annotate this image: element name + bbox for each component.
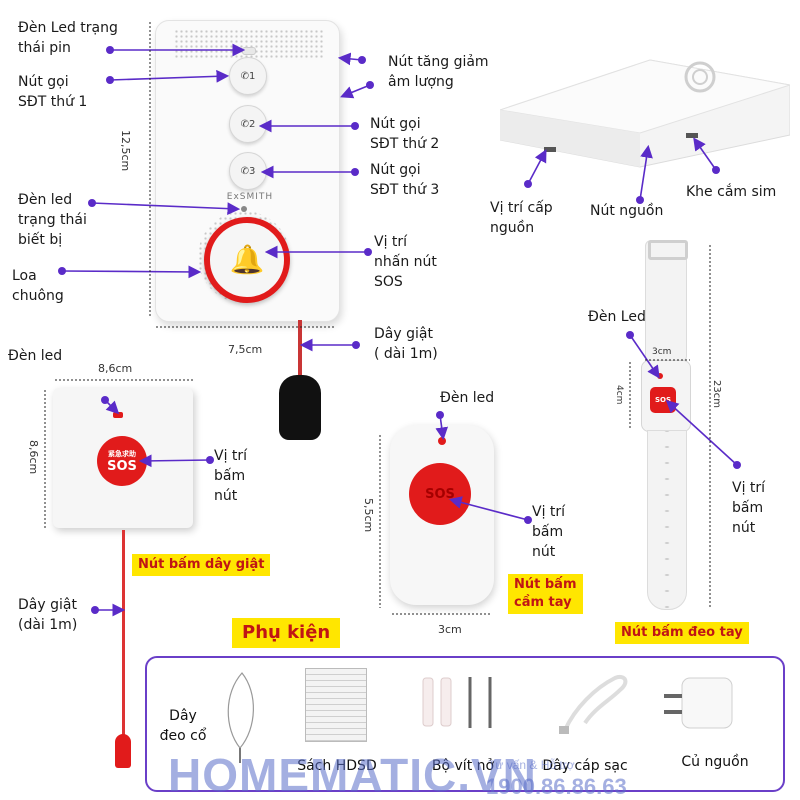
accessories-box bbox=[145, 656, 785, 792]
pull-height-dim: 8,6cm bbox=[27, 440, 40, 475]
accessory-charger: Củ nguồn bbox=[681, 754, 749, 770]
call1-label: Nút gọi SĐT thứ 1 bbox=[18, 74, 88, 110]
neck-strap-image bbox=[227, 672, 254, 763]
pull-width-dim: 8,6cm bbox=[98, 362, 133, 375]
call-button-1[interactable]: ✆1 bbox=[229, 57, 267, 95]
power-button-label: Nút nguồn bbox=[590, 203, 664, 219]
wrist-led bbox=[657, 373, 663, 379]
pull-button-cord-end bbox=[115, 734, 131, 768]
pull-button-cord bbox=[122, 530, 125, 736]
manual-image bbox=[305, 668, 367, 742]
status-led bbox=[241, 206, 247, 212]
charger-image bbox=[664, 677, 733, 729]
status-led-label: Đèn led trạng thái biết bị bbox=[18, 192, 87, 248]
main-height-dim: 12,5cm bbox=[119, 130, 132, 172]
pull-press-label: Vị trí bấm nút bbox=[214, 448, 248, 504]
wrist-press-label: Vị trí bấm nút bbox=[732, 480, 766, 536]
screws-image bbox=[422, 677, 492, 728]
sos-position-label: Vị trí nhấn nút SOS bbox=[374, 234, 437, 290]
wrist-width-dim: 3cm bbox=[652, 347, 672, 357]
call2-label: Nút gọi SĐT thứ 2 bbox=[370, 116, 440, 152]
phone-icon: ✆ bbox=[240, 165, 249, 177]
call3-label: Nút gọi SĐT thứ 3 bbox=[370, 162, 440, 198]
wrist-button-tag: Nút bấm đeo tay bbox=[615, 622, 749, 644]
phone-icon: ✆ bbox=[240, 70, 249, 82]
wrist-height-dim: 4cm bbox=[614, 385, 624, 405]
watermark-hotline: 1900.86.86.63 bbox=[486, 774, 627, 799]
bell-icon: 🔔 bbox=[229, 243, 265, 276]
hand-button-led bbox=[438, 437, 446, 445]
volume-label: Nút tăng giảm âm lượng bbox=[388, 54, 489, 90]
hand-led-label: Đèn led bbox=[440, 390, 495, 406]
accessories-title: Phụ kiện bbox=[232, 618, 341, 648]
accessory-screws: Bộ vít nở bbox=[431, 758, 495, 774]
watermark-hotline-label: Tư vấn & Hỗ trợ bbox=[488, 758, 575, 772]
pull-cord-label: Dây giật ( dài 1m) bbox=[374, 326, 438, 362]
hand-press-label: Vị trí bấm nút bbox=[532, 504, 566, 560]
accessory-manual: Sách HDSD bbox=[297, 758, 377, 774]
hand-button-tag: Nút bấm cầm tay bbox=[508, 574, 583, 614]
pull-led-label: Đèn led bbox=[8, 348, 63, 364]
sos-ring bbox=[204, 217, 290, 303]
wrist-led-label: Đèn Led bbox=[588, 309, 646, 325]
wrist-buckle bbox=[648, 240, 688, 260]
wrist-length-dim: 23cm bbox=[711, 380, 722, 408]
hand-height-dim: 5,5cm bbox=[362, 498, 375, 533]
accessory-cable: Dây cáp sạc bbox=[542, 758, 628, 774]
hand-width-dim: 3cm bbox=[438, 623, 462, 636]
brand-label: ExSMITH bbox=[226, 192, 274, 202]
call-button-3[interactable]: ✆3 bbox=[229, 152, 267, 190]
pull-sos-button[interactable]: 紧急求助 SOS bbox=[97, 436, 147, 486]
battery-led-label: Đèn Led trạng thái pin bbox=[18, 20, 118, 56]
power-port-label: Vị trí cấp nguồn bbox=[490, 200, 553, 236]
cord-weight[interactable] bbox=[279, 375, 321, 440]
accessory-neck-strap: Dây đeo cổ bbox=[159, 708, 207, 744]
pull-cord-label-2: Dây giật (dài 1m) bbox=[18, 597, 78, 633]
sos-button[interactable]: 🔔 bbox=[214, 227, 280, 293]
sim-slot-label: Khe cắm sim bbox=[686, 184, 777, 200]
watermark-brand: HOMEMATIC.VN bbox=[168, 749, 537, 800]
main-width-dim: 7,5cm bbox=[228, 343, 263, 356]
phone-icon: ✆ bbox=[240, 118, 249, 130]
pull-button-tag: Nút bấm dây giật bbox=[132, 554, 271, 576]
speaker-label: Loa chuông bbox=[12, 268, 64, 304]
cable-image bbox=[559, 675, 628, 734]
pull-button-led bbox=[113, 412, 123, 418]
